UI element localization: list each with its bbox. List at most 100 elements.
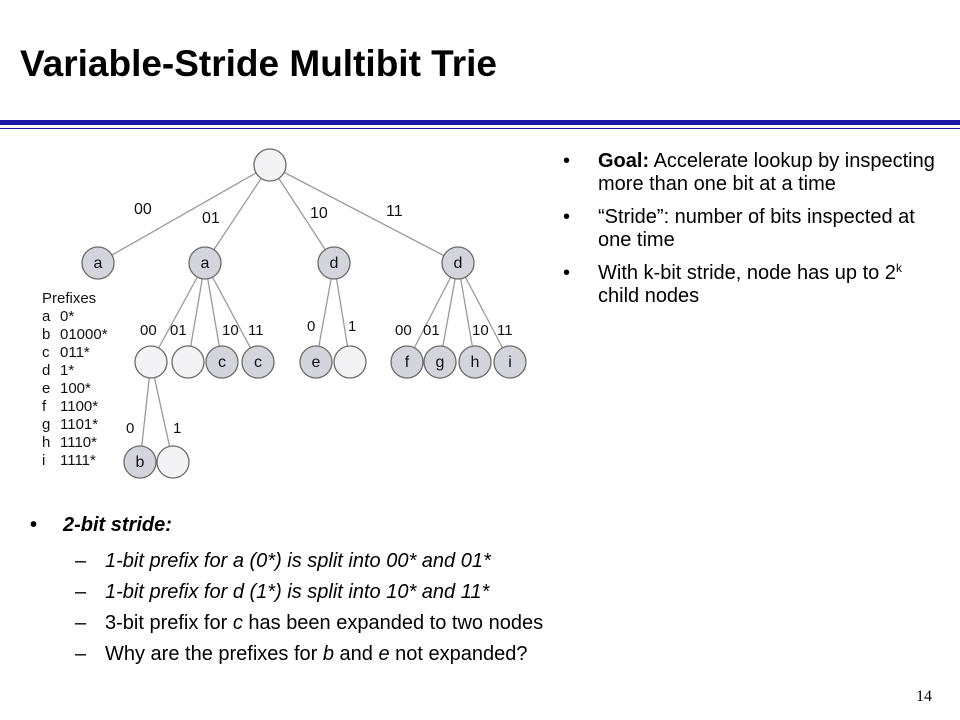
edge-label: 01 <box>423 322 440 339</box>
node-label: a <box>94 255 103 272</box>
edge-label: 11 <box>248 322 264 339</box>
prefix-value: 1110* <box>60 434 97 451</box>
node-label: b <box>136 454 145 471</box>
edge-label: 00 <box>140 322 157 339</box>
prefix-name: e <box>42 380 50 397</box>
dash-marker: – <box>75 581 87 603</box>
stride-subitem: –1-bit prefix for a (0*) is split into 0… <box>30 546 890 577</box>
node-label: a <box>201 255 210 272</box>
node-g <box>423 345 457 379</box>
edge-label: 01 <box>170 322 187 339</box>
right-bullet-list: • Goal: Accelerate lookup by inspecting … <box>563 150 948 318</box>
bullet-lead: Goal: <box>598 150 650 172</box>
stride-heading: • 2-bit stride: <box>30 512 890 538</box>
node-labels: a a d d c c e f g h i b <box>94 255 512 471</box>
prefix-name: b <box>42 326 50 343</box>
empty-node <box>333 345 367 379</box>
trie-diagram: 00 01 10 11 00 01 10 11 0 1 00 01 10 11 … <box>42 148 527 479</box>
superscript-k: k <box>895 261 902 275</box>
bullet-dot: • <box>563 150 571 172</box>
stride-sublist: –1-bit prefix for a (0*) is split into 0… <box>30 546 890 670</box>
dash-marker: – <box>75 550 87 572</box>
node-i <box>493 345 527 379</box>
edge-label: 10 <box>310 205 328 222</box>
edge-label: 00 <box>134 201 152 218</box>
node-h <box>458 345 492 379</box>
prefix-value: 100* <box>60 380 91 397</box>
edge-label: 0 <box>126 420 134 437</box>
edge-label: 1 <box>348 318 356 335</box>
prefix-name: g <box>42 416 50 433</box>
bullet-dot: • <box>563 262 571 284</box>
page-number: 14 <box>916 688 932 705</box>
bullet-stride-definition: • “Stride”: number of bits inspected at … <box>563 206 948 252</box>
trie-nodes <box>81 148 527 479</box>
root-edge-labels: 00 01 10 11 <box>134 201 403 227</box>
node-d <box>317 246 351 280</box>
edge-label: 10 <box>472 322 489 339</box>
node-label: c <box>254 354 262 371</box>
edge-label: 1 <box>173 420 181 437</box>
node-c <box>241 345 275 379</box>
node-label: h <box>471 354 480 371</box>
prefix-name: a <box>42 308 51 325</box>
bullet-text: child nodes <box>598 285 700 307</box>
node-d <box>441 246 475 280</box>
dash-marker: – <box>75 612 87 634</box>
prefix-table-title: Prefixes <box>42 290 96 307</box>
edge-label: 10 <box>222 322 239 339</box>
slide-title: Variable-Stride Multibit Trie <box>20 43 497 84</box>
prefix-table: Prefixes a 0* b 01000* c 011* d 1* e 100… <box>42 290 108 469</box>
node-label: g <box>436 354 445 371</box>
node-label: d <box>330 255 339 272</box>
node-label: e <box>312 354 321 371</box>
level2-edge-labels: 00 01 10 11 0 1 00 01 10 11 0 1 <box>126 318 513 437</box>
empty-node <box>171 345 205 379</box>
empty-node <box>156 445 190 479</box>
stride-subitem: –1-bit prefix for d (1*) is split into 1… <box>30 577 890 608</box>
node-label: c <box>218 354 226 371</box>
prefix-name: c <box>42 344 50 361</box>
stride-section: • 2-bit stride: –1-bit prefix for a (0*)… <box>30 512 890 670</box>
bullet-text: “Stride”: number of bits inspected at on… <box>598 206 915 251</box>
stride-subitem: –3-bit prefix for c has been expanded to… <box>30 608 890 639</box>
prefix-name: h <box>42 434 50 451</box>
prefix-value: 1100* <box>60 398 98 415</box>
bullet-k-bit-stride: • With k-bit stride, node has up to 2k c… <box>563 262 948 308</box>
prefix-value: 0* <box>60 308 74 325</box>
prefix-value: 1111* <box>60 452 96 469</box>
root-node <box>253 148 287 182</box>
node-e <box>299 345 333 379</box>
trie-edges <box>97 164 511 463</box>
dash-marker: – <box>75 643 87 665</box>
stride-subitem-text: 3-bit prefix for c has been expanded to … <box>105 612 544 634</box>
prefix-name: i <box>42 452 45 469</box>
stride-subitem: –Why are the prefixes for b and e not ex… <box>30 639 890 670</box>
edge-label: 01 <box>202 210 220 227</box>
bullet-text: Accelerate lookup by inspecting more tha… <box>598 150 935 195</box>
stride-subitem-text: 1-bit prefix for a (0*) is split into 00… <box>105 550 491 572</box>
title-divider <box>0 120 960 125</box>
bullet-text: With k-bit stride, node has up to 2 <box>598 262 896 284</box>
edge-label: 11 <box>497 322 513 339</box>
prefix-value: 01000* <box>60 326 108 343</box>
node-f <box>390 345 424 379</box>
empty-node <box>134 345 168 379</box>
node-label: i <box>508 354 512 371</box>
bullet-goal: • Goal: Accelerate lookup by inspecting … <box>563 150 948 196</box>
node-c <box>205 345 239 379</box>
node-b <box>123 445 157 479</box>
prefix-name: f <box>42 398 47 415</box>
stride-subitem-text: Why are the prefixes for b and e not exp… <box>105 643 528 665</box>
edge-label: 0 <box>307 318 315 335</box>
title-divider-thin <box>0 128 960 129</box>
prefix-value: 1* <box>60 362 74 379</box>
prefix-value: 1101* <box>60 416 98 433</box>
edge-label: 00 <box>395 322 412 339</box>
bullet-dot: • <box>563 206 571 228</box>
bullet-dot: • <box>30 514 38 536</box>
node-label: f <box>405 354 410 371</box>
stride-subitem-text: 1-bit prefix for d (1*) is split into 10… <box>105 581 490 603</box>
edge-label: 11 <box>386 203 403 220</box>
stride-heading-text: 2-bit stride: <box>63 514 172 536</box>
